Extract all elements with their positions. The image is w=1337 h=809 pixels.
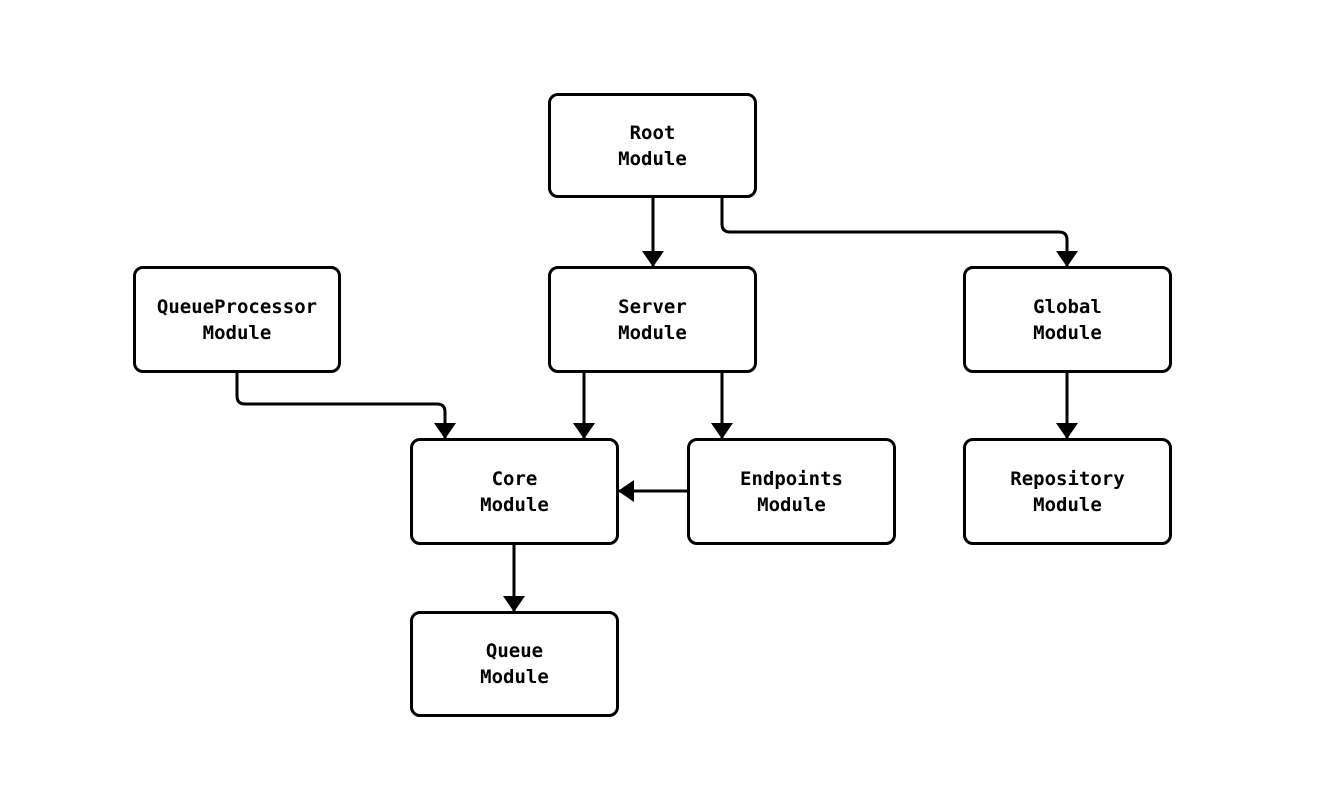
node-endpoints-label-line: Module (757, 493, 826, 516)
node-queueprocessor-label-line: QueueProcessor (156, 295, 318, 318)
node-global-label-line: Global (1033, 295, 1102, 318)
node-server-label-line: Module (618, 321, 687, 344)
node-queue-label-line: Module (480, 666, 549, 688)
edge-group (235, 198, 1078, 612)
node-endpoints-label-line: Endpoints (740, 467, 843, 490)
node-root-label-line: Module (618, 147, 687, 170)
node-repository-label-line: Repository (1010, 467, 1125, 490)
edge-queueprocessor-to-core (235, 373, 456, 439)
node-queueprocessor-label-line: Module (202, 321, 272, 344)
node-queue-label-line: Queue (485, 640, 544, 662)
node-core-label-line: Module (480, 493, 549, 516)
node-global-label-line: Module (1033, 321, 1102, 344)
edge-root-to-global (720, 198, 1078, 267)
node-server-label-line: Server (618, 295, 687, 318)
node-root-label-line: Root (629, 121, 676, 144)
node-repository-label-line: Module (1033, 493, 1102, 516)
node-core-label-line: Core (491, 467, 538, 490)
